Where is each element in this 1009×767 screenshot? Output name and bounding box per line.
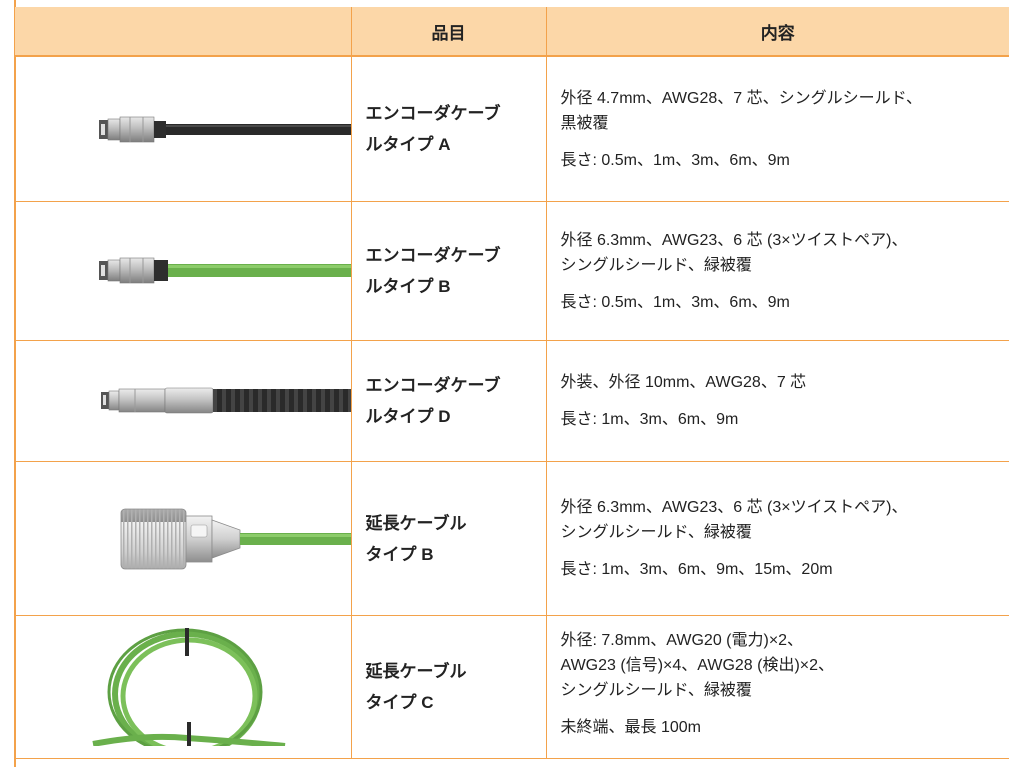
- spec-text: シングルシールド、緑被覆: [560, 682, 752, 699]
- spec-text: 外径 6.3mm、AWG23、6 芯 (3×ツイストペア)、: [560, 499, 908, 516]
- spec-text: シングルシールド、緑被覆: [560, 256, 752, 274]
- spec-text: 外装、外径 10mm、AWG28、7 芯: [560, 374, 807, 391]
- length-text: 長さ: 0.5m、1m、3m、6m、9m: [560, 151, 790, 169]
- product-name: エンコーダケーブ ルタイプ D: [351, 340, 547, 462]
- green-cable-connector-icon: [99, 257, 351, 284]
- cable-spec-table: 品目 内容: [15, 7, 1009, 759]
- black-cable-connector-icon: [99, 116, 351, 143]
- header-image-column: [15, 7, 352, 57]
- product-image-cell: [15, 615, 352, 759]
- armored-cable-connector-icon: [101, 387, 351, 414]
- product-name-line: ルタイプ B: [365, 277, 451, 296]
- spec-text: 黒被覆: [560, 114, 609, 132]
- product-image-cell: [15, 201, 352, 341]
- product-name: 延長ケーブル タイプ B: [351, 461, 547, 616]
- coiled-green-cable-icon: [92, 628, 286, 746]
- product-description: 外径 6.3mm、AWG23、6 芯 (3×ツイストペア)、 シングルシールド、…: [546, 201, 1009, 341]
- table-row: 延長ケーブル タイプ B 外径 6.3mm、AWG23、6 芯 (3×ツイストペ…: [15, 461, 1009, 616]
- header-content: 内容: [546, 7, 1009, 57]
- length-text: 未終端、最長 100m: [560, 719, 701, 736]
- product-image-cell: [15, 340, 352, 462]
- length-text: 長さ: 0.5m、1m、3m、6m、9m: [560, 293, 790, 311]
- product-description: 外装、外径 10mm、AWG28、7 芯 長さ: 1m、3m、6m、9m: [546, 340, 1009, 462]
- product-name-line: タイプ C: [365, 693, 434, 712]
- product-name: エンコーダケーブ ルタイプ B: [351, 201, 547, 341]
- product-name-line: エンコーダケーブ: [365, 376, 501, 395]
- product-description: 外径 6.3mm、AWG23、6 芯 (3×ツイストペア)、 シングルシールド、…: [546, 461, 1009, 616]
- product-name: エンコーダケーブ ルタイプ A: [351, 56, 547, 202]
- spec-text: 外径 4.7mm、AWG28、7 芯、シングルシールド、: [560, 89, 922, 107]
- product-name-line: エンコーダケーブ: [365, 246, 501, 265]
- table-row: エンコーダケーブ ルタイプ A 外径 4.7mm、AWG28、7 芯、シングルシ…: [15, 56, 1009, 202]
- header-item: 品目: [351, 7, 547, 57]
- product-name-line: タイプ B: [365, 544, 434, 564]
- product-name-line: ルタイプ A: [365, 135, 451, 154]
- product-name-line: エンコーダケーブ: [365, 104, 501, 123]
- spec-text: 外径 6.3mm、AWG23、6 芯 (3×ツイストペア)、: [560, 231, 908, 249]
- green-extension-connector-icon: [120, 508, 351, 570]
- product-name: 延長ケーブル タイプ C: [351, 615, 547, 759]
- product-image-cell: [15, 461, 352, 616]
- product-name-line: ルタイプ D: [365, 407, 451, 426]
- table-header-row: 品目 内容: [15, 7, 1009, 57]
- spec-text: シングルシールド、緑被覆: [560, 524, 752, 541]
- product-name-line: 延長ケーブル: [365, 662, 467, 681]
- table-row: エンコーダケーブ ルタイプ B 外径 6.3mm、AWG23、6 芯 (3×ツイ…: [15, 201, 1009, 341]
- length-text: 長さ: 1m、3m、6m、9m、15m、20m: [560, 561, 833, 578]
- table-row: 延長ケーブル タイプ C 外径: 7.8mm、AWG20 (電力)×2、 AWG…: [15, 615, 1009, 759]
- product-description: 外径: 7.8mm、AWG20 (電力)×2、 AWG23 (信号)×4、AWG…: [546, 615, 1009, 759]
- length-text: 長さ: 1m、3m、6m、9m: [560, 411, 739, 428]
- spec-text: AWG23 (信号)×4、AWG28 (検出)×2、: [560, 657, 835, 674]
- spec-text: 外径: 7.8mm、AWG20 (電力)×2、: [560, 632, 804, 649]
- table-row: エンコーダケーブ ルタイプ D 外装、外径 10mm、AWG28、7 芯 長さ:…: [15, 340, 1009, 462]
- product-description: 外径 4.7mm、AWG28、7 芯、シングルシールド、 黒被覆 長さ: 0.5…: [546, 56, 1009, 202]
- product-name-line: 延長ケーブル: [365, 513, 467, 533]
- product-image-cell: [15, 56, 352, 202]
